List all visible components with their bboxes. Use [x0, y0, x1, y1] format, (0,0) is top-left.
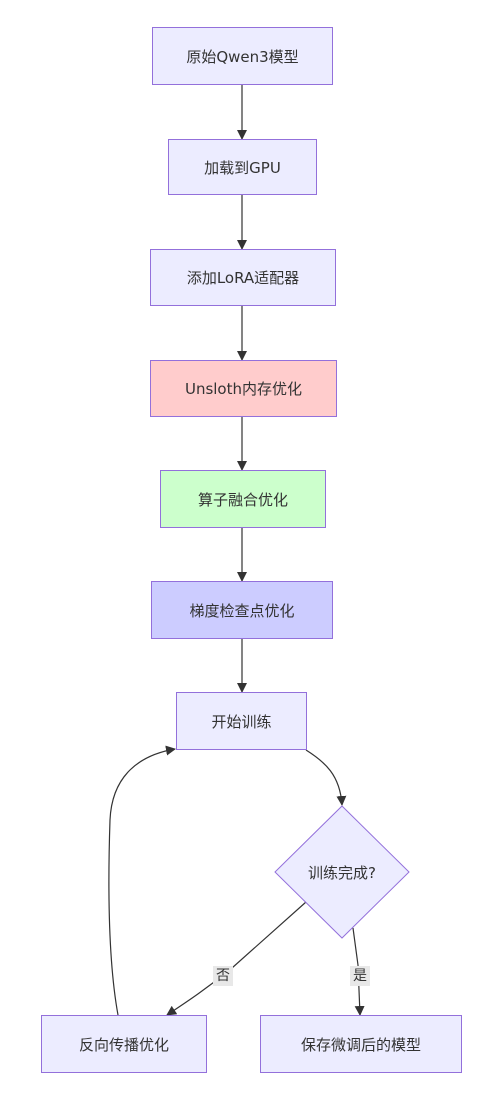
edge-start-to-decision [305, 749, 347, 806]
node-load-gpu: 加载到GPU [168, 139, 317, 195]
edge-label-no: 否 [213, 966, 233, 986]
node-original-model: 原始Qwen3模型 [152, 27, 333, 85]
decision-diamond [274, 805, 410, 939]
node-training-done: 训练完成? [308, 863, 376, 882]
edge-backprop-to-start [108, 745, 176, 1016]
node-unsloth-memory: Unsloth内存优化 [150, 360, 337, 417]
node-add-lora: 添加LoRA适配器 [150, 249, 336, 306]
node-gradient-checkpoint: 梯度检查点优化 [151, 581, 333, 639]
node-start-training: 开始训练 [176, 692, 307, 750]
edge-label-yes: 是 [350, 966, 370, 986]
node-save-model: 保存微调后的模型 [260, 1015, 462, 1073]
edge-decision-to-save [352, 927, 365, 1016]
node-backprop: 反向传播优化 [41, 1015, 207, 1073]
edge-decision-to-backprop [166, 901, 307, 1016]
node-operator-fusion: 算子融合优化 [160, 470, 326, 528]
